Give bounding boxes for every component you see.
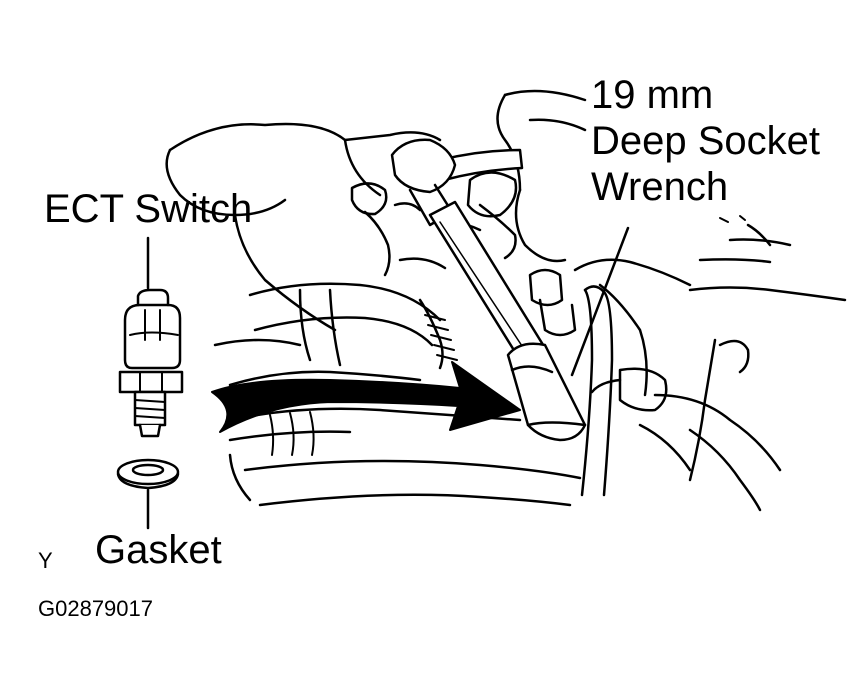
ect-switch-label: ECT Switch (44, 187, 253, 231)
view-letter: Y (38, 548, 53, 573)
gasket-component (116, 458, 180, 490)
wrench-label: 19 mm Deep Socket Wrench (591, 72, 820, 210)
deep-socket-wrench (390, 138, 587, 442)
ect-switch-component (118, 288, 184, 438)
figure-code: G02879017 (38, 596, 153, 621)
installation-arrow-icon (211, 361, 521, 433)
wrench-leader-line (570, 226, 630, 377)
gasket-label: Gasket (95, 528, 222, 572)
wrench-label-line-3: Wrench (591, 165, 729, 209)
wrench-label-line-2: Deep Socket (591, 119, 821, 163)
engine-background-linework (165, 89, 847, 512)
wrench-label-line-1: 19 mm (591, 73, 714, 117)
